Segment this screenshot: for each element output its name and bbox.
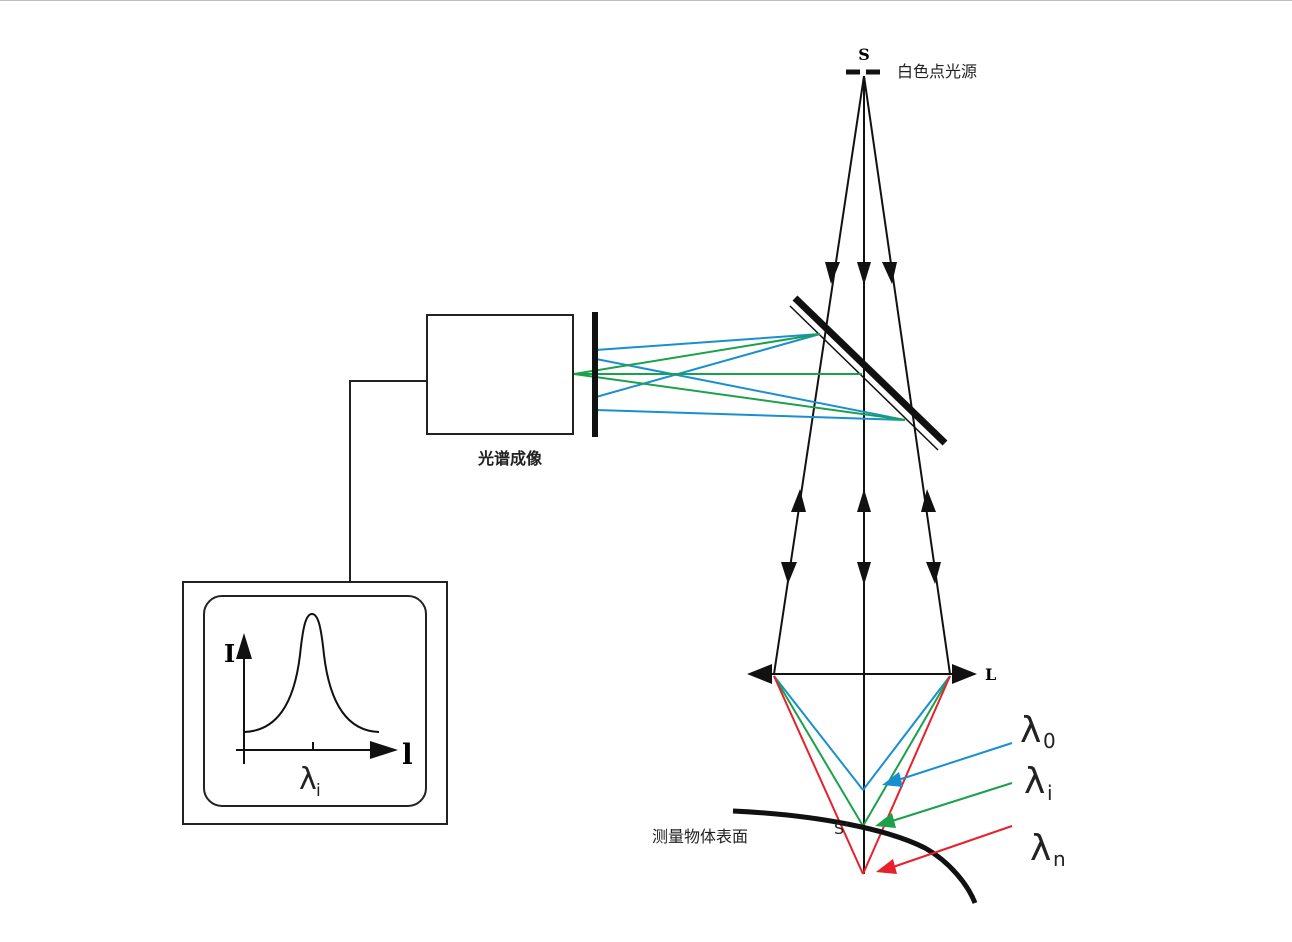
dispersed-rays	[773, 675, 951, 875]
light-source: S 白色点光源	[846, 45, 977, 81]
source-name-label: 白色点光源	[897, 62, 977, 81]
lens: L	[747, 664, 996, 684]
lambdan-sub: n	[1053, 847, 1066, 871]
lambdai-label: λ	[1024, 761, 1045, 802]
top-border	[0, 0, 1292, 1]
graph-peak-label: λ	[299, 762, 317, 797]
beam-splitter	[789, 295, 948, 451]
incident-rays	[773, 75, 951, 874]
spectral-imaging-label: 光谱成像	[477, 449, 543, 468]
wavelength-arrows	[875, 742, 1013, 874]
graph-x-label: l	[402, 738, 413, 771]
spectrometer-box	[426, 314, 574, 435]
spectrum-graph: I l λ i	[224, 612, 413, 801]
reflected-rays	[573, 333, 906, 421]
lambda0-sub: 0	[1043, 729, 1056, 753]
lens-symbol-label: L	[985, 665, 996, 684]
focus-point-label: S’	[834, 819, 849, 838]
lambdai-sub: i	[1047, 781, 1053, 805]
object-surface	[732, 808, 978, 904]
graph-peak-sub: i	[316, 781, 321, 801]
surface-name-label: 测量物体表面	[652, 827, 748, 846]
wavelength-labels: λ 0 λ i λ n	[1020, 710, 1066, 871]
display-monitor	[182, 581, 448, 825]
lambdan-label: λ	[1030, 828, 1051, 869]
ray-arrowheads	[781, 262, 941, 585]
lambda0-label: λ	[1020, 710, 1041, 751]
graph-y-label: I	[224, 639, 235, 668]
signal-cable	[349, 380, 427, 582]
source-symbol-label: S	[858, 45, 870, 64]
